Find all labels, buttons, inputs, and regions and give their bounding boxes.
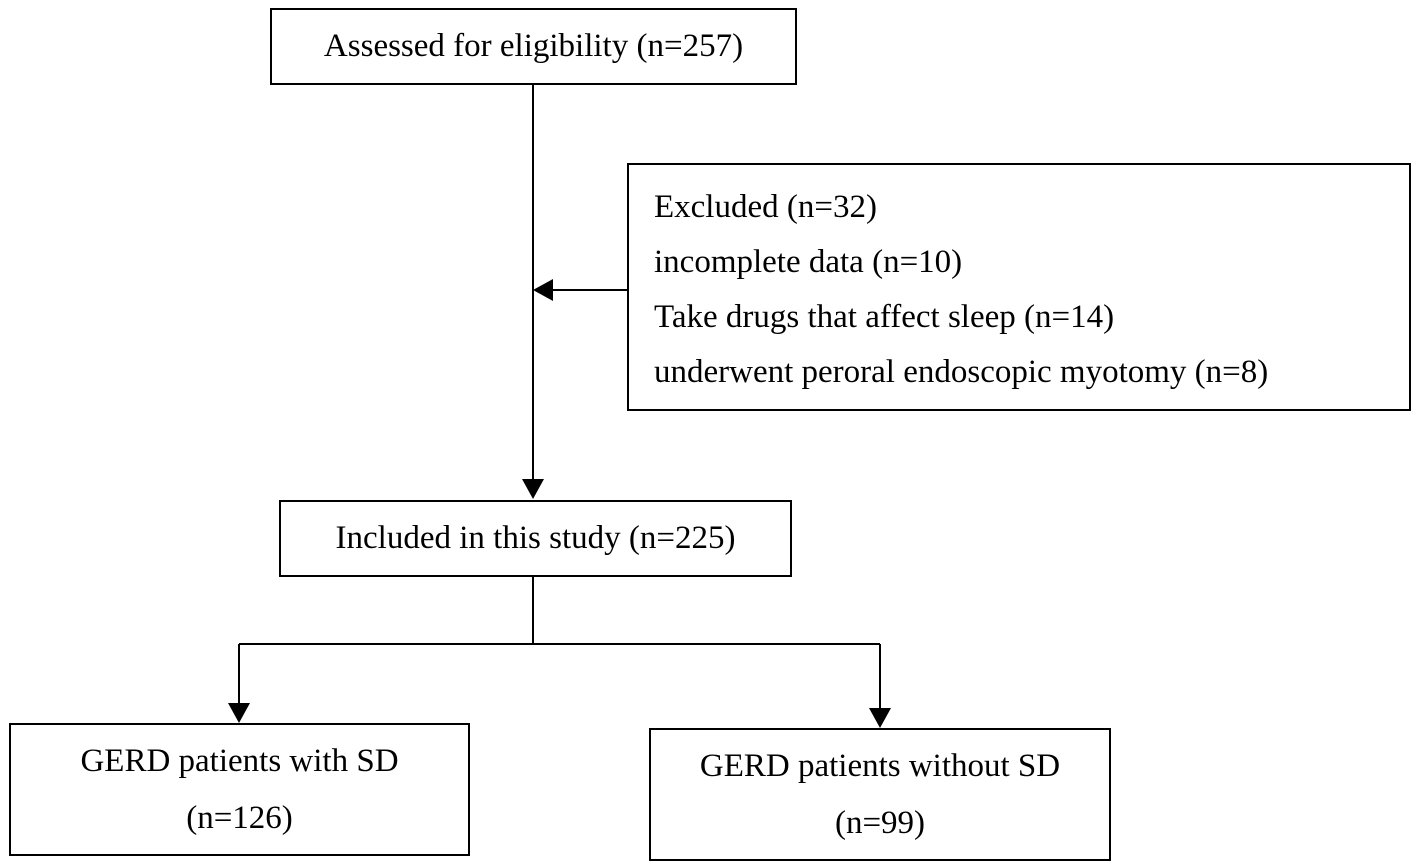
arrow-to-main-line: [533, 279, 553, 301]
excluded-title: Excluded (n=32): [654, 189, 877, 225]
arrow-to-included: [522, 479, 544, 499]
excluded-reason: Take drugs that affect sleep (n=14): [654, 299, 1115, 335]
arrow-to-with-sd: [228, 703, 250, 723]
excluded-box: Excluded (n=32) incomplete data (n=10) T…: [627, 163, 1411, 411]
included-box: Included in this study (n=225): [279, 500, 792, 577]
excluded-reason: incomplete data (n=10): [654, 244, 963, 280]
included-text: Included in this study (n=225): [335, 520, 736, 556]
group-count: (n=99): [834, 804, 926, 841]
assessed-text: Assessed for eligibility (n=257): [323, 28, 744, 64]
group-label: GERD patients without SD: [699, 747, 1061, 784]
excluded-reason: underwent peroral endoscopic myotomy (n=…: [654, 354, 1269, 390]
group-without-sd-box: GERD patients without SD (n=99): [649, 728, 1111, 861]
assessed-box: Assessed for eligibility (n=257): [270, 8, 797, 85]
group-with-sd-box: GERD patients with SD (n=126): [9, 723, 470, 856]
arrow-to-without-sd: [869, 708, 891, 728]
group-count: (n=126): [186, 799, 293, 836]
group-label: GERD patients with SD: [80, 742, 399, 779]
